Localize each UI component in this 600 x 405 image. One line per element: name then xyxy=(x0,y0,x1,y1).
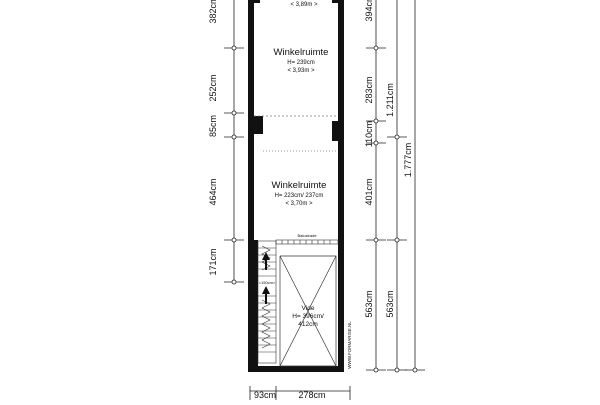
room-2-area: < 3,93m > xyxy=(287,68,315,74)
room-1-area: < 3,89m > xyxy=(290,2,318,8)
staircase xyxy=(257,240,277,364)
watermark: WWW.FORMARISE.NL xyxy=(347,321,352,369)
right-middle-dim-2: 563cm xyxy=(385,290,395,317)
left-dimension-chain xyxy=(224,0,244,285)
room-2-name: Winkelruimte xyxy=(274,47,329,58)
left-dim-5: 171cm xyxy=(208,248,218,275)
room-3-height: H= 223cm/ 237cm xyxy=(275,193,324,199)
left-dim-3: 85cm xyxy=(208,115,218,137)
stair-label: <150cm> xyxy=(259,280,276,285)
room-4-height: H= 396cm/ xyxy=(292,313,324,320)
right-dim-1: 394cm xyxy=(364,0,374,22)
bottom-dim-1: 93cm xyxy=(254,390,276,400)
balustrade xyxy=(275,239,339,245)
left-dim-1: 382cm xyxy=(208,0,218,24)
room-3-area: < 3,70m > xyxy=(285,201,313,207)
left-dim-2: 252cm xyxy=(208,74,218,101)
room-2-height: H= 239cm xyxy=(287,60,315,66)
right-dim-3: 110cm xyxy=(364,121,374,147)
bottom-dimension-chain xyxy=(249,386,351,400)
room-4-area: 412cm xyxy=(298,321,318,328)
stair-arrows xyxy=(262,252,270,304)
right-dim-4: 401cm xyxy=(364,178,374,205)
room-3-name: Winkelruimte xyxy=(272,180,327,191)
left-dim-4: 464cm xyxy=(208,178,218,205)
bottom-dim-2: 278cm xyxy=(298,390,325,400)
right-dimension-chains xyxy=(366,0,425,373)
right-middle-dim-1: 1.211cm xyxy=(385,83,395,117)
right-dim-2: 283cm xyxy=(364,76,374,103)
room-4-name: Vide xyxy=(302,305,315,312)
right-outer-dim: 1.777cm xyxy=(403,143,413,178)
vide-void-cross xyxy=(279,255,337,367)
building-walls xyxy=(248,0,344,372)
partition-lines xyxy=(254,115,338,152)
balustrade-label: Balustrade xyxy=(297,233,317,238)
right-dim-5: 563cm xyxy=(364,290,374,317)
